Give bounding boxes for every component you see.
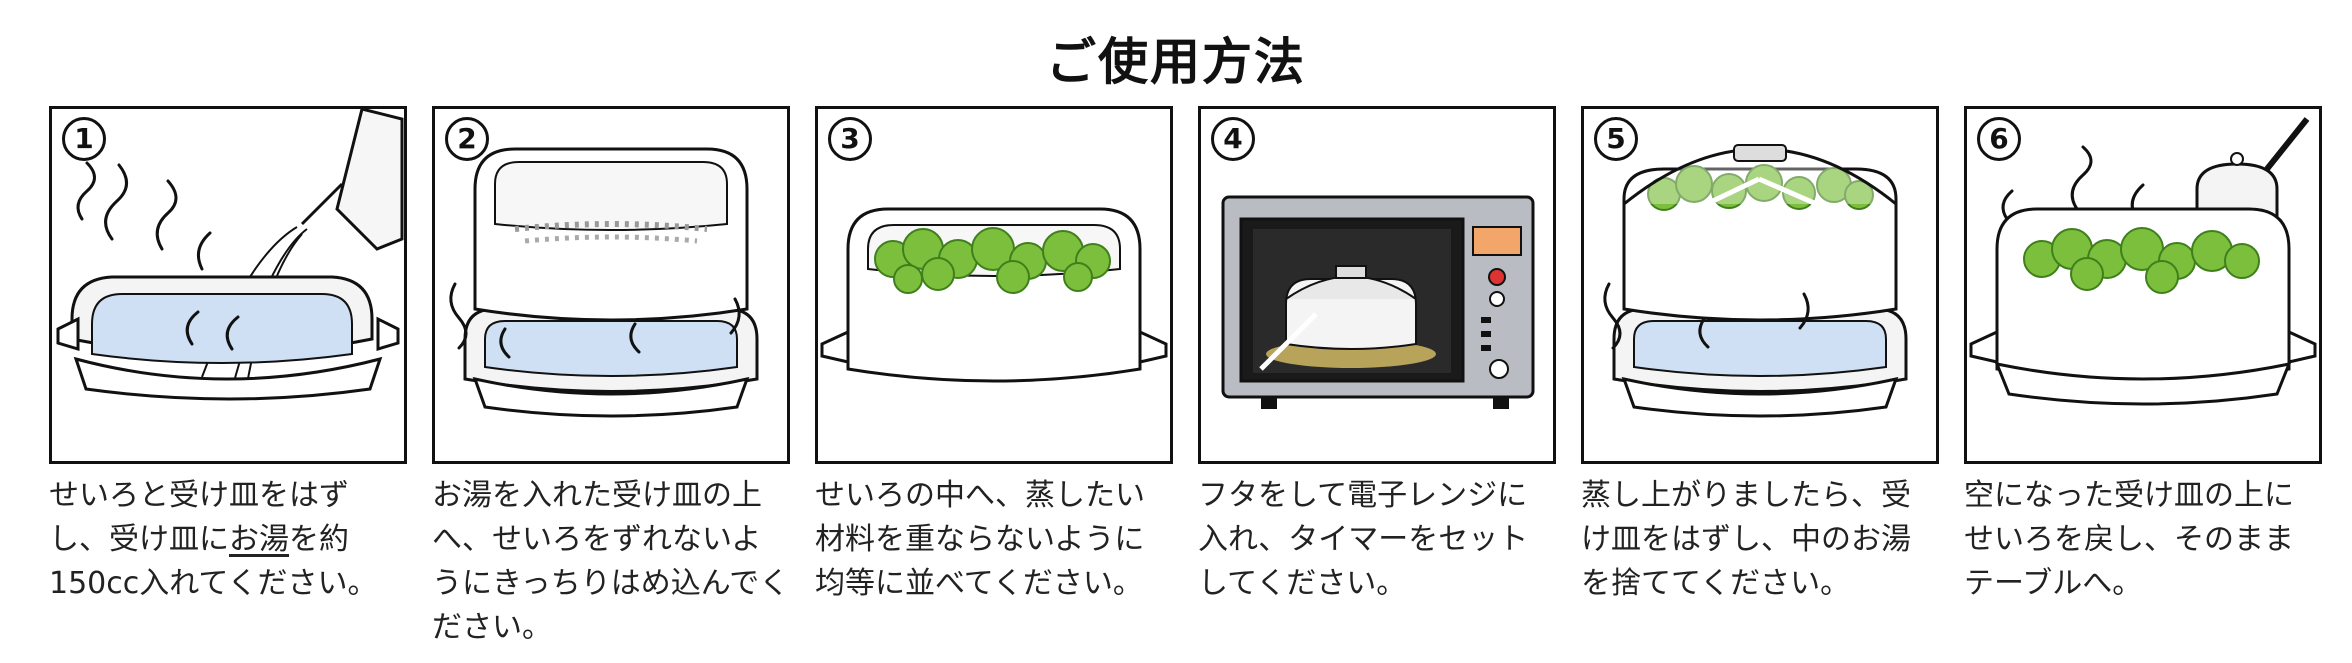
step-5-panel: 5 <box>1581 106 1939 464</box>
step-4: 4 フタをして電子レンジに入れ、タイマーをセットしてください。 <box>1198 106 1556 606</box>
step-4-panel: 4 <box>1198 106 1556 464</box>
step-1: 1 <box>49 106 407 606</box>
step-2-panel: 2 <box>432 106 790 464</box>
step-number: 2 <box>445 117 489 161</box>
step-number: 1 <box>62 117 106 161</box>
step-number: 3 <box>828 117 872 161</box>
step-3-caption: せいろの中へ、蒸したい材料を重ならないように均等に並べてください。 <box>815 478 1145 601</box>
fill-water-illustration <box>56 109 404 401</box>
caption-underlined-text: お湯 <box>229 522 289 557</box>
step-5: 5 蒸 <box>1581 106 1939 606</box>
step-2-caption: お湯を入れた受け皿の上へ、せいろをずれないようにきっちりはめ込んでください。 <box>432 478 790 645</box>
microwave-illustration <box>1221 195 1535 409</box>
step-6-caption: 空になった受け皿の上にせいろを戻し、そのままテーブルへ。 <box>1964 478 2294 601</box>
place-steamer-illustration <box>449 147 759 418</box>
step-1-panel: 1 <box>49 106 407 464</box>
caption-text: を約150cc入れてください。 <box>49 522 378 601</box>
serve-table-illustration <box>1969 117 2317 406</box>
step-3: 3 せいろの中へ、蒸したい材料を重ならないように均等に並べてください。 <box>815 106 1173 606</box>
arrange-food-illustration <box>820 207 1168 383</box>
step-number: 5 <box>1594 117 1638 161</box>
step-6-panel: 6 <box>1964 106 2322 464</box>
caption-text: せいろと受け皿をはずし、受け皿に <box>49 478 349 557</box>
step-2: 2 お湯を入れた受け皿の上へ、せいろをずれないようにきっちりはめ込んでください。 <box>432 106 790 650</box>
step-number: 4 <box>1211 117 1255 161</box>
steamed-done-illustration <box>1603 144 1908 418</box>
step-3-panel: 3 <box>815 106 1173 464</box>
step-1-caption: せいろと受け皿をはずし、受け皿にお湯を約150cc入れてください。 <box>49 474 407 606</box>
step-number: 6 <box>1977 117 2021 161</box>
step-5-caption: 蒸し上がりましたら、受け皿をはずし、中のお湯を捨ててください。 <box>1581 478 1911 601</box>
page-title: ご使用方法 <box>1046 33 1306 91</box>
step-4-caption: フタをして電子レンジに入れ、タイマーをセットしてください。 <box>1198 478 1529 601</box>
step-6: 6 空になった受け皿の上にせいろを戻し、そ <box>1964 106 2322 606</box>
